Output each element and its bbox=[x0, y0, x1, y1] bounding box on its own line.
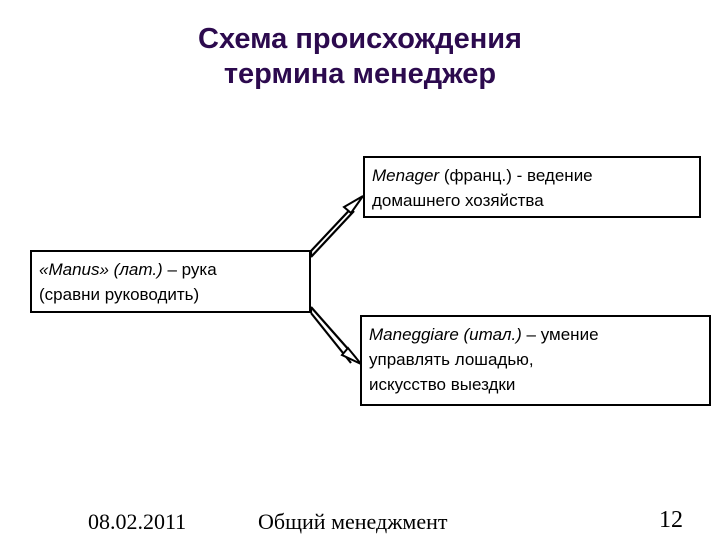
menager-box: Menager (франц.) - ведение домашнего хоз… bbox=[363, 156, 701, 218]
title-line-2: термина менеджер bbox=[223, 58, 497, 90]
footer-date: 08.02.2011 bbox=[88, 509, 187, 534]
manus-line-2: (сравни руководить) bbox=[39, 285, 200, 304]
menager-term: Menager bbox=[372, 166, 440, 185]
footer-page-number: 12 bbox=[659, 507, 683, 533]
footer-center-text: Общий менеджмент bbox=[258, 509, 448, 534]
arrow-to-menager-icon bbox=[309, 195, 364, 258]
manus-line-1: «Manus» (лат.) – рука bbox=[39, 257, 303, 282]
menager-line-1: Menager (франц.) - ведение bbox=[372, 163, 693, 188]
maneggiare-term: Maneggiare (итал.) bbox=[369, 325, 522, 344]
maneggiare-line-2: управлять лошадью, bbox=[369, 350, 534, 369]
manus-line-1-rest: – рука bbox=[162, 260, 217, 279]
maneggiare-box: Maneggiare (итал.) – умение управлять ло… bbox=[360, 315, 711, 406]
arrow-to-maneggiare-icon bbox=[309, 306, 362, 365]
maneggiare-line-1-rest: – умение bbox=[521, 325, 599, 344]
title-line-1: Схема происхождения bbox=[198, 23, 522, 55]
maneggiare-line-3: искусство выездки bbox=[369, 375, 516, 394]
maneggiare-line-1: Maneggiare (итал.) – умение bbox=[369, 322, 703, 347]
menager-line-1-rest: (франц.) - ведение bbox=[439, 166, 593, 185]
menager-line-2: домашнего хозяйства bbox=[372, 191, 544, 210]
page-title: Схема происхождения термина менеджер bbox=[60, 22, 660, 92]
manus-term: «Manus» (лат.) bbox=[39, 260, 163, 279]
manus-box: «Manus» (лат.) – рука (сравни руководить… bbox=[30, 250, 311, 313]
